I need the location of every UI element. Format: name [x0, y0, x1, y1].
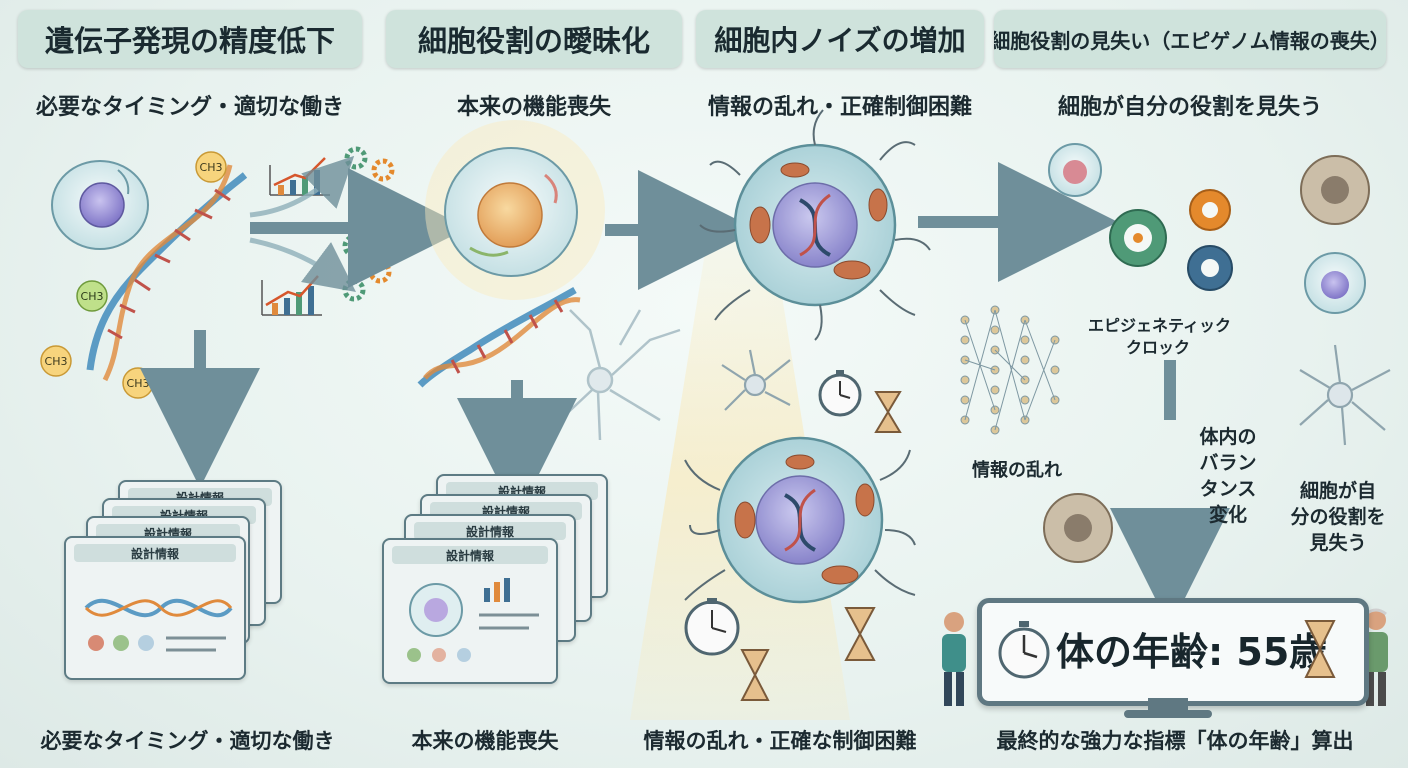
bottom-label-2: 本来の機能喪失 [411, 729, 559, 753]
methyl-groups: CH3 CH3 CH3 CH3 [40, 151, 227, 399]
balance-line-2: バラン [1199, 452, 1257, 474]
body-age-monitor: 体の年齢: 55歳 [977, 598, 1369, 706]
cell-1 [51, 160, 149, 250]
growth-chart-icon-2 [261, 275, 322, 316]
neuron-3 [721, 349, 791, 411]
header-role-loss: 細胞役割の見失い（エピゲノム情報の喪失） [994, 10, 1386, 68]
stopwatch-icon [998, 621, 1050, 679]
svg-text:CH3: CH3 [200, 161, 223, 174]
sheet-dna-figure [84, 598, 233, 652]
stopwatch-icons [684, 370, 862, 656]
role-lost-label: 細胞が自 分の役割を 見失う [1278, 478, 1398, 556]
header-intracellular-noise: 細胞内ノイズの増加 [696, 10, 984, 68]
bottom-label-3: 情報の乱れ・正確な制御困難 [643, 729, 917, 753]
neuron-2 [539, 309, 681, 441]
role-lost-line-2: 分の役割を [1290, 506, 1386, 528]
gear-cluster [1109, 189, 1233, 291]
noisy-cell-top [699, 109, 931, 341]
body-age-value: 体の年齢: 55歳 [1056, 630, 1328, 674]
subtitle-1: 必要なタイミング・適切な働き [35, 95, 344, 120]
header-gene-expression: 遺伝子発現の精度低下 [18, 10, 362, 68]
neural-network-icon [960, 305, 1060, 435]
flow-arrows-1 [249, 155, 357, 292]
epigenetic-clock-label-2: クロック [1125, 338, 1190, 357]
balance-change-label: 体内の バラン タンス 変化 [1188, 424, 1268, 528]
role-lost-line-1: 細胞が自 [1299, 480, 1376, 502]
header-cell-role-ambiguity: 細胞役割の曖昧化 [386, 10, 682, 68]
hourglass-icon [1304, 620, 1336, 678]
epigenetic-clock-label-1: エピジェネティック [1088, 316, 1232, 335]
info-disorder-label: 情報の乱れ [972, 460, 1062, 481]
subtitle-3: 情報の乱れ・正確制御困難 [707, 95, 972, 120]
cell-2 [425, 120, 605, 300]
svg-text:CH3: CH3 [127, 377, 150, 390]
svg-text:CH3: CH3 [45, 355, 68, 368]
balance-line-3: タンス [1199, 478, 1257, 500]
person-young [942, 612, 966, 706]
bottom-label-4: 最終的な強力な指標「体の年齢」算出 [996, 729, 1354, 753]
dna-helix-2 [417, 286, 581, 388]
person-old [1364, 608, 1388, 706]
bottom-label-1: 必要なタイミング・適切な働き [40, 729, 335, 753]
svg-text:CH3: CH3 [81, 290, 104, 303]
neuron-4 [1299, 344, 1391, 446]
subtitle-4: 細胞が自分の役割を見失う [1057, 95, 1322, 120]
subtitle-2: 本来の機能喪失 [456, 95, 611, 120]
noisy-cell-bottom [684, 436, 916, 604]
monitor-stand [1148, 698, 1188, 712]
design-sheet2-front: 設計情報 [382, 538, 558, 684]
balance-line-1: 体内の [1199, 426, 1257, 448]
hourglass-icons [740, 391, 902, 701]
design-sheet-front-1: 設計情報 [64, 536, 246, 680]
sheet-cell-figure [407, 578, 539, 662]
monitor-base [1124, 710, 1212, 718]
role-lost-line-3: 見失う [1309, 532, 1367, 554]
dna-helix-1 [86, 164, 248, 382]
balance-line-4: 変化 [1208, 504, 1247, 526]
